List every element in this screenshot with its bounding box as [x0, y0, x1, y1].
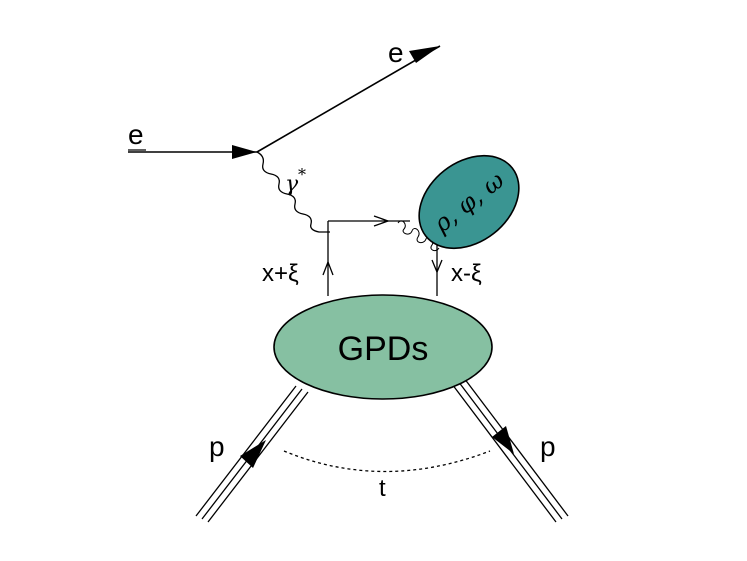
quark-line-right: [431, 240, 443, 296]
momentum-transfer-arc: [283, 450, 491, 473]
electron-in-label: e: [128, 119, 144, 150]
quark-line-top: [328, 215, 410, 227]
gluon-line: [397, 220, 440, 252]
photon-label: γ: [285, 172, 299, 197]
proton-in-label: p: [209, 431, 225, 462]
virtual-photon-line: [256, 151, 330, 233]
quark-line-left: [322, 221, 334, 296]
proton-out-label: p: [540, 431, 556, 462]
proton-in-line: [195, 385, 309, 523]
electron-out-label: e: [388, 37, 404, 68]
meson-blob: [418, 154, 520, 250]
photon-superscript: *: [298, 165, 306, 184]
quark-right-label: x-ξ: [451, 260, 482, 287]
gpds-label: GPDs: [338, 330, 429, 368]
electron-in-line: [128, 145, 257, 159]
proton-out-line: [451, 377, 569, 523]
quark-left-label: x+ξ: [262, 260, 299, 287]
gpds-blob: [273, 294, 493, 400]
momentum-transfer-label: t: [379, 475, 386, 502]
electron-out-line: [256, 45, 441, 153]
